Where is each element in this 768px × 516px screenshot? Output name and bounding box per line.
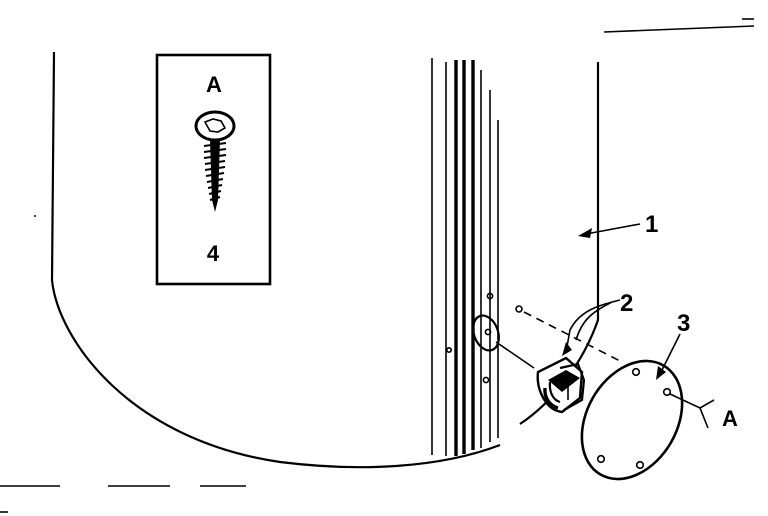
callout-label-2: 2 [620,290,633,317]
part-2-connector [536,356,586,414]
screw-icon [194,110,236,212]
callout-label-a: A [722,406,738,431]
leader-lines [562,223,715,429]
top-edge-lines [603,18,755,33]
callout-label-3: 3 [677,310,690,337]
part-3-cover-plate [580,359,684,481]
appliance-housing [50,51,600,469]
legend-letter: A [206,72,222,97]
alignment-lines [495,311,623,369]
callout-label-1: 1 [645,211,658,238]
bottom-edge-lines [0,215,246,513]
legend-quantity: 4 [207,241,220,266]
hardware-legend-box: A 4 [155,53,272,286]
